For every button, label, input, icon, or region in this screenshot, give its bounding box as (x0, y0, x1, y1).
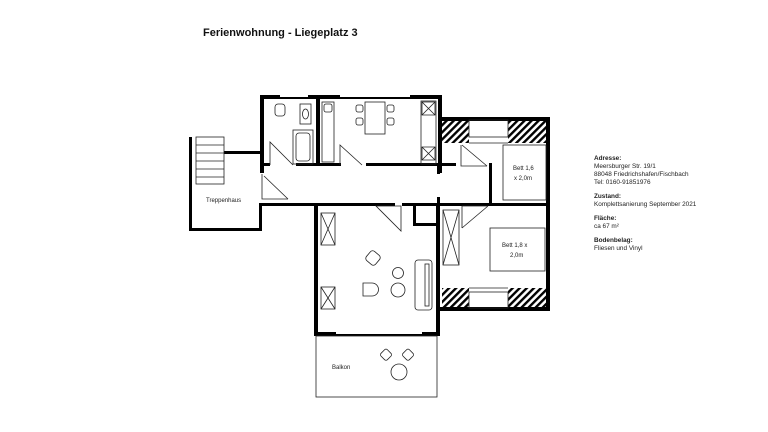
toilet-icon (274, 103, 286, 117)
door-icon (261, 174, 288, 200)
appliance-icon (421, 101, 436, 116)
door-icon (269, 141, 294, 166)
apartment-info: Adresse: Meersburger Str. 19/1 88048 Fri… (594, 155, 696, 259)
page-title: Ferienwohnung - Liegeplatz 3 (203, 27, 358, 39)
bed-2 (489, 227, 546, 272)
staircase: Treppenhaus (189, 136, 262, 231)
flooring-heading: Bodenbelag: (594, 237, 633, 244)
door-icon (339, 144, 363, 166)
bed-1-size: x 2,0m (514, 176, 532, 182)
sink-icon (299, 103, 312, 125)
address-phone: Tel: 0160-91851976 (594, 179, 651, 186)
area-value: ca 67 m² (594, 223, 619, 230)
corridor (260, 163, 492, 207)
room-label-balkon: Balkon (332, 365, 350, 371)
bedrooms: Bett 1,6 x 2,0m Bett 1,8 x 2,0m (440, 117, 550, 311)
condition-section: Zustand: Komplettsanierung September 202… (594, 193, 696, 209)
living-room (314, 203, 440, 336)
area-section: Fläche: ca 67 m² (594, 215, 696, 231)
chair-icon (380, 348, 392, 361)
bed-1-label: Bett 1,6 (513, 166, 534, 172)
table-icon (390, 363, 408, 381)
address-street: Meersburger Str. 19/1 (594, 163, 656, 170)
armchair-icon (365, 250, 381, 266)
window (468, 119, 509, 138)
bed-2-label: Bett 1,8 x (502, 243, 527, 249)
area-heading: Fläche: (594, 215, 617, 222)
table-icon (392, 267, 404, 279)
condition-heading: Zustand: (594, 193, 621, 200)
balcony: Balkon (315, 335, 438, 398)
bath-kitchen (260, 95, 442, 173)
door-icon (375, 205, 402, 232)
flooring-value: Fliesen und Vinyl (594, 245, 643, 252)
room-label-treppenhaus: Treppenhaus (206, 198, 241, 204)
stairs-icon (195, 136, 225, 185)
dining-table-icon (364, 101, 386, 135)
condition-value: Komplettsanierung September 2021 (594, 201, 697, 208)
bed-1 (502, 144, 547, 201)
bed-2-size: 2,0m (510, 253, 523, 259)
address-section: Adresse: Meersburger Str. 19/1 88048 Fri… (594, 155, 696, 187)
door-icon (461, 205, 488, 228)
sofa-icon (414, 259, 433, 311)
cabinet-icon (320, 212, 336, 246)
flooring-section: Bodenbelag: Fliesen und Vinyl (594, 237, 696, 253)
armchair-icon (362, 282, 379, 297)
address-heading: Adresse: (594, 155, 622, 162)
wardrobe-icon (442, 209, 460, 266)
door-icon (460, 145, 487, 167)
address-city: 88048 Friedrichshafen/Fischbach (594, 171, 689, 178)
hatched-wall (442, 121, 469, 143)
chair-icon (402, 348, 414, 361)
bathtub-icon (292, 129, 314, 165)
